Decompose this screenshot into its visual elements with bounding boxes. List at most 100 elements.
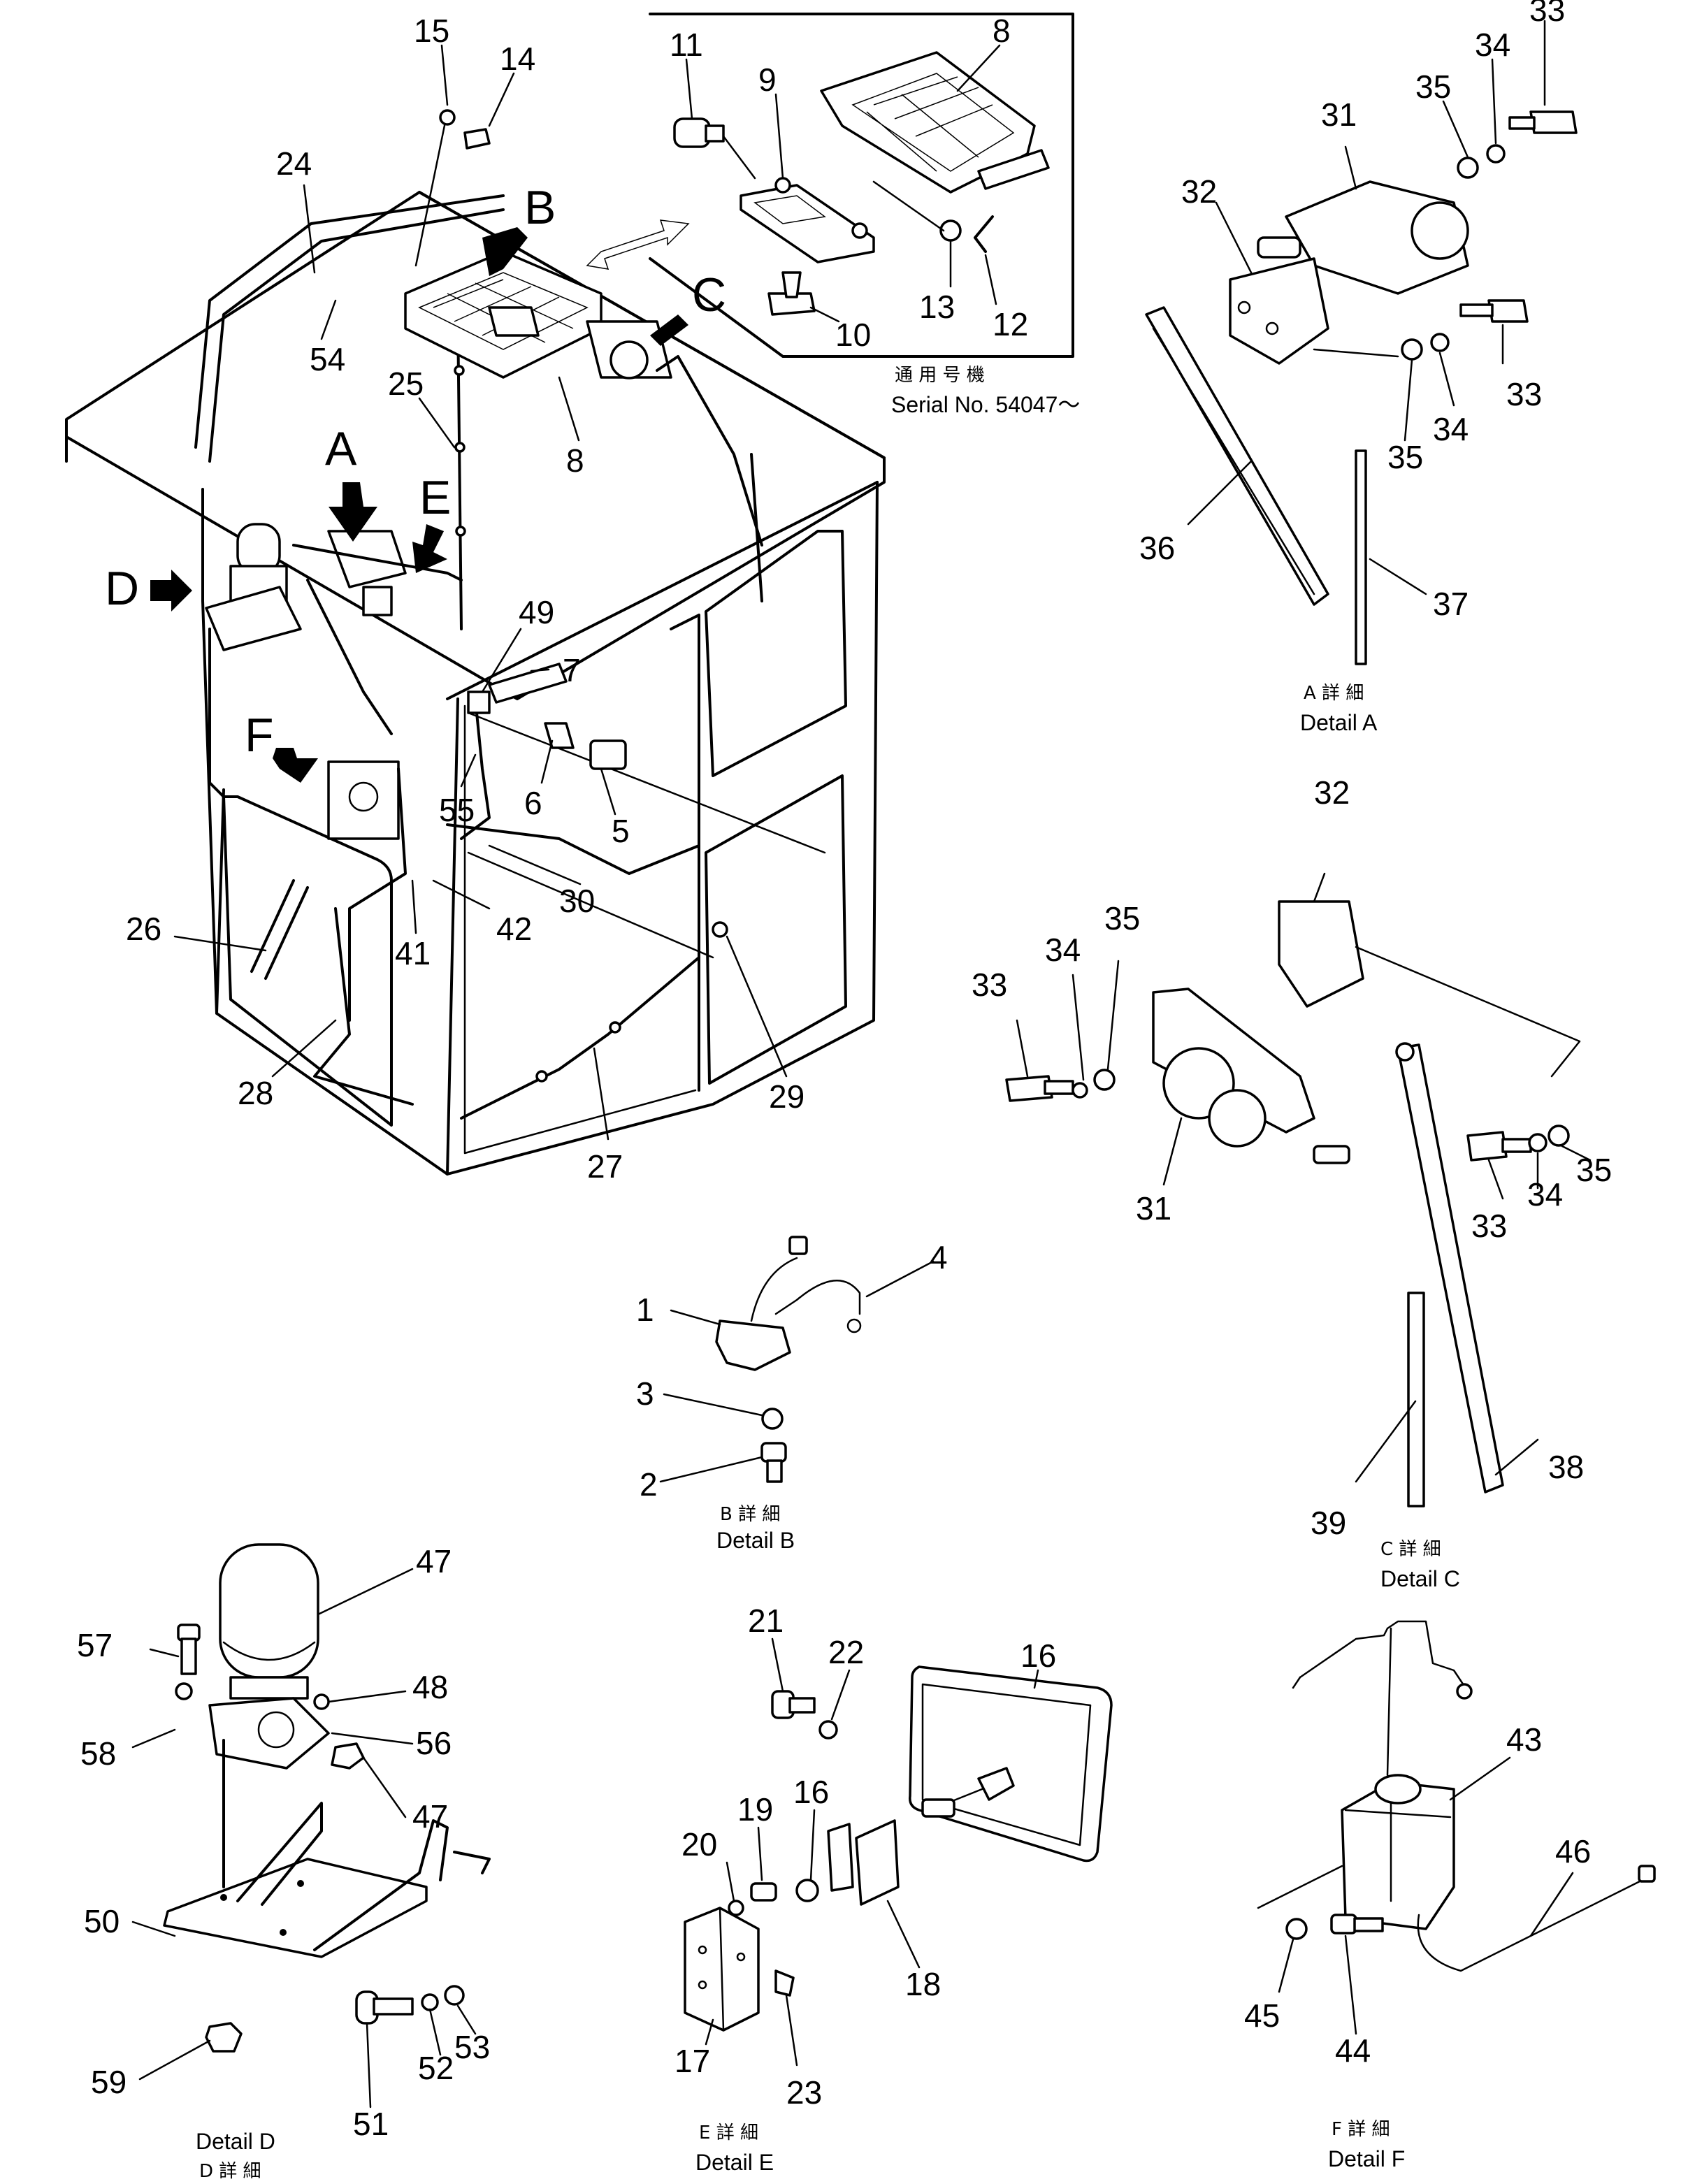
- detail-c-callout-33-right: 33: [1471, 1208, 1507, 1244]
- detail-b-caption-jp: B 詳 細: [720, 1504, 780, 1525]
- callout-6: 6: [524, 785, 542, 821]
- callout-49: 49: [519, 594, 554, 630]
- view-arrow-d: D: [105, 562, 192, 615]
- detail-e-callout-17: 17: [674, 2043, 710, 2079]
- detail-f-callout-46: 46: [1555, 1833, 1591, 1870]
- detail-c-view: [1005, 872, 1592, 1507]
- detail-f-caption-en: Detail F: [1328, 2146, 1405, 2171]
- view-letter-b: B: [524, 181, 556, 234]
- callout-28: 28: [238, 1075, 273, 1111]
- callout-29: 29: [769, 1078, 805, 1115]
- detail-c-callout-38: 38: [1548, 1449, 1584, 1485]
- detail-b-callout-4: 4: [930, 1239, 948, 1275]
- detail-f-caption-jp: F 詳 細: [1332, 2119, 1390, 2140]
- detail-e-caption-jp: E 詳 細: [699, 2122, 758, 2143]
- detail-a-callout-35-mid: 35: [1387, 439, 1423, 475]
- callout-14: 14: [500, 41, 535, 77]
- detail-a-callout-31: 31: [1321, 96, 1357, 133]
- detail-a-callouts: 33 34 35 31 32 33 35 34 36 37: [1139, 0, 1565, 622]
- detail-e-callout-22: 22: [828, 1634, 864, 1670]
- detail-d-callout-58: 58: [80, 1735, 116, 1772]
- detail-a-callout-32: 32: [1181, 173, 1217, 210]
- detail-b-callout-2: 2: [640, 1466, 658, 1503]
- detail-b-callouts: 4 1 3 2: [636, 1239, 948, 1503]
- detail-d-callout-48: 48: [412, 1669, 448, 1705]
- detail-c-callout-34-right: 34: [1527, 1176, 1563, 1213]
- inset-serial-view: [649, 13, 1074, 358]
- callout-7: 7: [563, 652, 581, 688]
- callout-54: 54: [310, 341, 345, 377]
- detail-c-callout-35-left: 35: [1104, 900, 1140, 936]
- callout-55: 55: [439, 792, 475, 828]
- callout-5: 5: [612, 813, 630, 849]
- detail-e-callout-20: 20: [681, 1826, 717, 1863]
- callout-42: 42: [496, 911, 532, 947]
- detail-e-callout-18: 18: [905, 1966, 941, 2002]
- detail-f-callout-43: 43: [1506, 1721, 1542, 1758]
- inset-callout-9: 9: [758, 62, 777, 98]
- detail-a-callout-34-mid: 34: [1433, 411, 1469, 447]
- detail-c-callout-35-right: 35: [1576, 1152, 1612, 1188]
- detail-d-callout-52: 52: [418, 2050, 454, 2086]
- detail-d-callout-56: 56: [416, 1725, 452, 1761]
- callout-30: 30: [559, 883, 595, 919]
- detail-d-callout-47-top: 47: [416, 1543, 452, 1579]
- detail-d-callout-50: 50: [84, 1903, 120, 1939]
- callout-8-main: 8: [566, 442, 584, 479]
- detail-f-view: [1257, 1620, 1656, 2035]
- detail-d-callout-53: 53: [454, 2029, 490, 2065]
- inset-pointer-arrow: [586, 219, 690, 270]
- cab-roof-light-basket: [404, 250, 672, 379]
- main-callouts: 15 14 24 54 25 8 49 7 55 6 5 30 42 41 26…: [126, 13, 805, 1185]
- detail-c-callout-33-left: 33: [972, 967, 1007, 1003]
- detail-f-callout-44: 44: [1335, 2032, 1371, 2069]
- inset-callout-8: 8: [993, 13, 1011, 49]
- detail-a-callout-35-top: 35: [1415, 68, 1451, 105]
- detail-d-callout-51: 51: [353, 2106, 389, 2142]
- detail-a-callout-33-top: 33: [1529, 0, 1565, 28]
- detail-c-caption-en: Detail C: [1380, 1566, 1460, 1591]
- view-arrow-b: B: [482, 181, 556, 276]
- view-letter-e: E: [419, 471, 451, 524]
- detail-d-caption-en: Detail D: [196, 2129, 275, 2154]
- detail-d-callout-57: 57: [77, 1627, 113, 1663]
- view-letter-d: D: [105, 562, 139, 615]
- detail-e-view: [684, 1637, 1113, 2067]
- detail-b-callout-1: 1: [636, 1292, 654, 1328]
- detail-d-callouts: 47 57 48 58 56 47 50 59 51 52 53: [77, 1543, 490, 2142]
- inset-callouts: 11 9 8 13 12 10: [670, 13, 1028, 353]
- callout-15: 15: [414, 13, 449, 49]
- detail-d-callout-59: 59: [91, 2064, 127, 2100]
- detail-c-caption-jp: C 詳 細: [1380, 1539, 1441, 1560]
- cab-beacon-lamp: [205, 523, 302, 651]
- detail-c-callouts: 32 35 34 33 31 33 34 35 38 39: [972, 774, 1612, 1541]
- callout-41: 41: [395, 935, 431, 971]
- detail-a-callout-33-mid: 33: [1506, 376, 1542, 412]
- callout-24: 24: [276, 145, 312, 182]
- detail-e-callouts: 21 22 16 19 16 20 18 17 23: [674, 1603, 1056, 2111]
- inset-callout-10: 10: [835, 317, 871, 353]
- detail-b-view: [659, 1236, 935, 1483]
- detail-e-callout-21: 21: [748, 1603, 784, 1639]
- cab-assembly: [65, 191, 886, 1176]
- inset-caption-serial: Serial No. 54047～: [891, 392, 1080, 417]
- detail-a-callout-34-top: 34: [1475, 27, 1510, 63]
- detail-e-callout-16-nut: 16: [793, 1774, 829, 1810]
- detail-a-callout-36: 36: [1139, 530, 1175, 566]
- detail-a-callout-37: 37: [1433, 586, 1469, 622]
- detail-e-callout-23: 23: [786, 2074, 822, 2111]
- detail-c-callout-32: 32: [1314, 774, 1350, 811]
- detail-e-callout-19: 19: [737, 1791, 773, 1828]
- detail-a-caption-jp: A 詳 細: [1304, 683, 1364, 704]
- view-arrow-f: F: [245, 709, 318, 783]
- view-letter-f: F: [245, 709, 274, 762]
- detail-f-callout-45: 45: [1244, 1997, 1280, 2034]
- detail-f-callouts: 43 46 45 44: [1244, 1721, 1591, 2069]
- inset-callout-12: 12: [993, 306, 1028, 342]
- inset-caption-jp: 通 用 号 機: [895, 365, 985, 386]
- callout-26: 26: [126, 911, 161, 947]
- detail-b-caption-en: Detail B: [716, 1528, 795, 1553]
- detail-a-caption-en: Detail A: [1300, 710, 1378, 735]
- detail-b-callout-3: 3: [636, 1375, 654, 1412]
